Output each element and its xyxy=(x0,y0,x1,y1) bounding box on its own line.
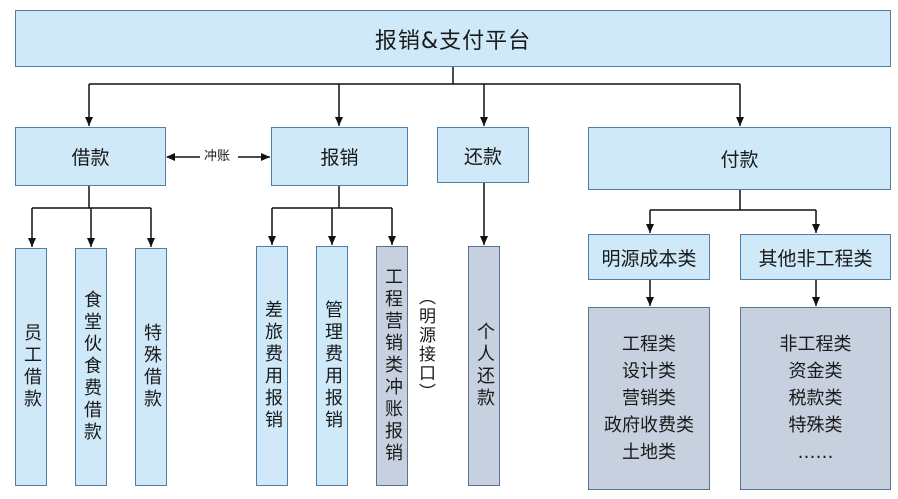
branch-reimburse: 报销 xyxy=(271,127,408,186)
loan-item-special: 特殊借款 xyxy=(135,248,167,486)
loan-item-staff: 员工借款 xyxy=(15,248,47,486)
payment-group-2-list: 非工程类 资金类 税款类 特殊类 …… xyxy=(740,307,891,490)
repay-item-personal: 个人还款 xyxy=(468,246,500,486)
branch-payment: 付款 xyxy=(588,127,891,190)
reimburse-item-admin: 管理费用报销 xyxy=(316,246,348,486)
list-item: 非工程类 xyxy=(779,334,852,355)
reimburse-note: （明源接口） xyxy=(415,288,435,402)
list-item: 工程类 xyxy=(622,334,676,355)
reimburse-item-travel: 差旅费用报销 xyxy=(256,246,288,486)
list-item: 特殊类 xyxy=(788,415,843,436)
list-item: 资金类 xyxy=(788,361,843,382)
list-item: 营销类 xyxy=(622,388,676,409)
payment-group-non-engineering: 其他非工程类 xyxy=(740,234,891,280)
link-label: 冲账 xyxy=(202,149,233,165)
list-item: 税款类 xyxy=(788,388,843,409)
branch-repay: 还款 xyxy=(437,127,529,183)
root-node: 报销&支付平台 xyxy=(15,10,891,67)
payment-group-mingyuan-cost: 明源成本类 xyxy=(588,234,710,280)
list-item: 政府收费类 xyxy=(604,415,694,436)
list-item: …… xyxy=(797,442,834,463)
list-item: 设计类 xyxy=(622,361,676,382)
reimburse-item-engineering: 工程营销类冲账报销 xyxy=(376,246,408,486)
list-item: 土地类 xyxy=(622,442,676,463)
loan-item-canteen: 食堂伙食费借款 xyxy=(75,248,107,486)
branch-loan: 借款 xyxy=(15,127,166,186)
payment-group-1-list: 工程类 设计类 营销类 政府收费类 土地类 xyxy=(588,307,710,490)
